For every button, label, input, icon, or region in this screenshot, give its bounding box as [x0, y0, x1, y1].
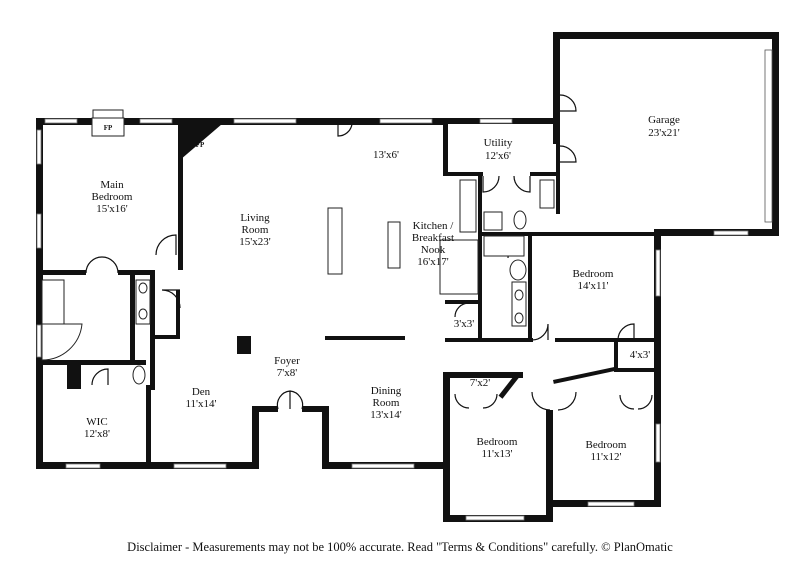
- dining-room-name-1: Dining: [371, 385, 402, 397]
- living-room-name-1: Living: [240, 212, 270, 224]
- closet-7x2-size: 7'x2': [470, 377, 490, 389]
- main-bedroom-name-2: Bedroom: [92, 191, 133, 203]
- kitchen-name-3: Nook: [421, 244, 446, 256]
- dining-room-name-2: Room: [373, 397, 400, 409]
- bedroom-11x13-size: 11'x13': [481, 448, 512, 460]
- main-bedroom-name-1: Main: [100, 179, 124, 191]
- interior-walls: [36, 118, 661, 465]
- den-size: 11'x14': [185, 398, 216, 410]
- wic-size: 12'x8': [84, 428, 110, 440]
- kitchen-size: 16'x17': [417, 256, 448, 268]
- wic-name: WIC: [86, 416, 107, 428]
- main-bedroom-size: 15'x16': [96, 203, 127, 215]
- closet-3x3-size: 3'x3': [454, 318, 474, 330]
- foyer-size: 7'x8': [277, 367, 297, 379]
- utility-size: 12'x6': [485, 150, 511, 162]
- bedroom-11x12-size: 11'x12': [590, 451, 621, 463]
- disclaimer-text: Disclaimer - Measurements may not be 100…: [127, 540, 673, 554]
- utility-name: Utility: [484, 137, 513, 149]
- garage-name: Garage: [648, 114, 680, 126]
- living-room-name-2: Room: [242, 224, 269, 236]
- foyer-name: Foyer: [274, 355, 300, 367]
- den-name: Den: [192, 386, 211, 398]
- fixtures: [41, 179, 555, 385]
- room-labels: Garage 23'x21' Utility 12'x6' Main Bedro…: [84, 114, 680, 463]
- garage-size: 23'x21': [648, 127, 679, 139]
- kitchen-name-1: Kitchen /: [413, 220, 455, 232]
- doors: [85, 94, 653, 411]
- fireplace-label-living: FP: [196, 141, 205, 149]
- fireplace-top: FP: [91, 109, 125, 137]
- bedroom-11x12-name: Bedroom: [586, 439, 627, 451]
- bedroom-11x13-name: Bedroom: [477, 436, 518, 448]
- dining-room-size: 13'x14': [370, 409, 401, 421]
- fireplace-label: FP: [104, 124, 113, 132]
- hall-13x6-size: 13'x6': [373, 149, 399, 161]
- floor-plan: FP FP: [36, 32, 779, 522]
- closet-4x3-size: 4'x3': [630, 349, 650, 361]
- windows: [36, 49, 773, 521]
- bedroom-14x11-name: Bedroom: [573, 268, 614, 280]
- bedroom-14x11-size: 14'x11': [577, 280, 608, 292]
- kitchen-name-2: Breakfast: [412, 232, 454, 244]
- living-room-size: 15'x23': [239, 236, 270, 248]
